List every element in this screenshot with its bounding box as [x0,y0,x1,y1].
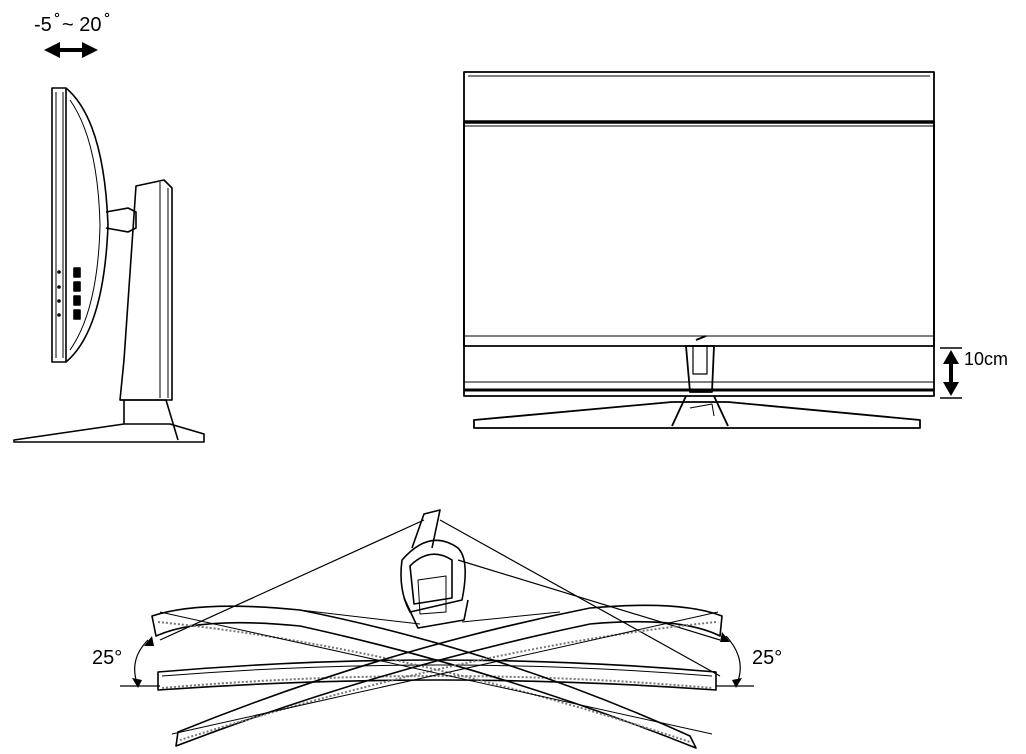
front-stand-neck [671,335,729,427]
swivel-left-indicator [120,636,160,688]
degree-symbol [54,12,60,18]
swivel-left-label: 25° [92,647,122,669]
height-arrow-icon [940,347,962,399]
top-panel-center [157,659,717,691]
top-panel-swivel-right [175,604,723,747]
front-panel-lowered [463,122,935,397]
front-panel-raised [463,71,935,347]
front-view-figure: 10cm [463,71,1008,429]
degree-symbol [104,12,110,18]
front-base [473,401,921,429]
side-panel [51,87,109,363]
tilt-label-max: ~ 20 [62,14,101,36]
top-stand [400,509,469,629]
tilt-arrow-icon [44,42,98,58]
top-view-figure: 25° 25° [92,509,782,749]
swivel-right-indicator [716,632,754,688]
tilt-label-min: -5 [34,14,52,36]
top-panel-swivel-left [151,605,697,749]
height-label: 10cm [964,349,1008,369]
swivel-right-label: 25° [752,647,782,669]
side-hinge [105,207,137,233]
side-stand-arm [119,179,179,441]
side-view-figure: -5 ~ 20 [13,12,205,443]
